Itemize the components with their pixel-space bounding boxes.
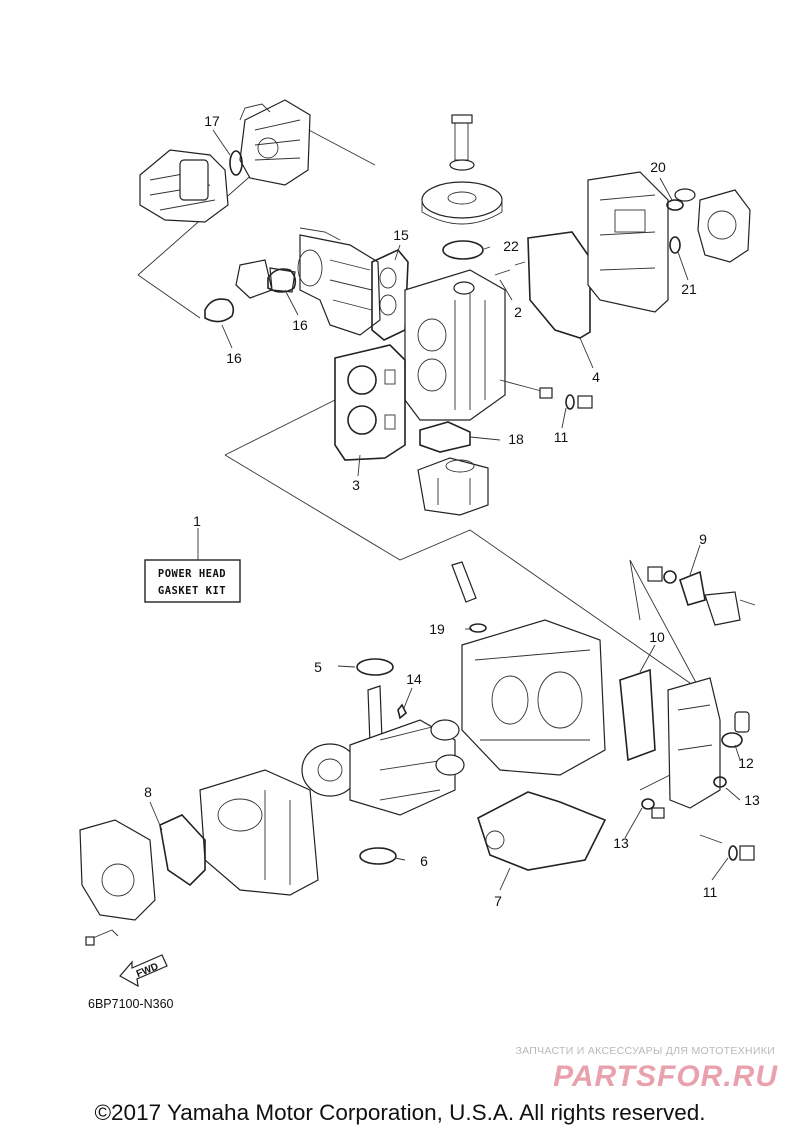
callout-17: 17 [204,113,220,129]
leader-lines [149,129,741,891]
drawing-code: 6BP7100-N360 [88,997,174,1011]
callout-7: 7 [494,893,502,909]
pulley-assembly [421,114,503,225]
callout-19: 19 [429,621,445,637]
carburetor-assembly [139,99,311,223]
callout-13-right: 13 [744,792,760,808]
exhaust-cover [79,819,156,946]
callout-6: 6 [420,853,428,869]
o-ring-20 [666,199,684,211]
crankcase-gasket-7 [477,791,607,871]
washer-13-right [713,776,727,788]
callout-2: 2 [514,304,522,320]
callout-8: 8 [144,784,152,800]
o-ring-17 [229,150,243,176]
callout-14: 14 [406,671,422,687]
sensor-lower [739,845,755,861]
o-ring-19 [469,623,487,633]
oil-seal-5 [356,658,394,676]
gasket-8 [159,814,206,887]
callout-11-upper: 11 [554,429,569,445]
callout-1: 1 [193,513,201,529]
cylinder-block [461,619,606,776]
dowel-2 [494,261,526,276]
o-ring-12 [721,732,743,748]
fwd-label: FWD [135,961,160,980]
callout-10: 10 [649,629,665,645]
copyright-notice: ©2017 Yamaha Motor Corporation, U.S.A. A… [94,1100,706,1125]
callout-16-left: 16 [226,350,242,366]
callout-22: 22 [503,238,519,254]
fwd-arrow-icon: FWD [119,954,168,988]
callout-20: 20 [650,159,666,175]
callout-3: 3 [352,477,360,493]
callout-5: 5 [314,659,322,675]
callout-13-left: 13 [613,835,629,851]
sensor-upper [577,395,593,409]
callout-4: 4 [592,369,600,385]
callout-12: 12 [738,755,754,771]
crankshaft-assembly [301,685,465,816]
cylinder-head [404,269,553,421]
watermark-tagline: ЗАПЧАСТИ И АКСЕССУАРЫ ДЛЯ МОТОТЕХНИКИ [515,1045,775,1057]
dipstick-tube [451,561,477,603]
o-ring-11-upper [565,394,575,410]
gasket-16-a [204,298,235,323]
callout-9: 9 [699,531,707,547]
callout-18: 18 [508,431,524,447]
watermark-logo: PARTSFOR.RU [553,1060,778,1090]
oil-seal-22 [442,240,484,260]
gasket-16-b [267,268,297,293]
oil-seal-6 [359,847,397,865]
crankcase-cover [199,769,319,896]
plug-13 [651,807,665,819]
kit-label-box [144,559,241,603]
side-cover [667,677,750,809]
gasket-10 [619,668,656,762]
intake-manifold [235,227,381,336]
key-14 [397,703,407,720]
exploded-parts-diagram: POWER HEAD GASKET KIT FW [79,99,778,1090]
head-cover-gasket-4 [527,231,591,339]
washer-13-left [641,798,655,810]
o-ring-11-lower [728,845,738,861]
kit-label-line-1: POWER HEAD [158,568,226,580]
kit-label-line-2: GASKET KIT [158,585,226,597]
rear-cover [587,171,669,313]
pump-cover [674,188,751,263]
callout-labels: 1 2 3 4 5 6 7 8 9 10 11 11 12 13 13 14 1… [144,113,760,909]
head-gasket-3 [334,344,406,461]
thermostat-cover-9 [647,566,756,626]
callout-15: 15 [393,227,409,243]
gasket-18 [419,421,471,453]
callout-21: 21 [681,281,697,297]
callout-11-lower: 11 [703,884,718,900]
thermostat-housing [417,457,489,516]
o-ring-21 [669,236,681,254]
callout-16-right: 16 [292,317,308,333]
